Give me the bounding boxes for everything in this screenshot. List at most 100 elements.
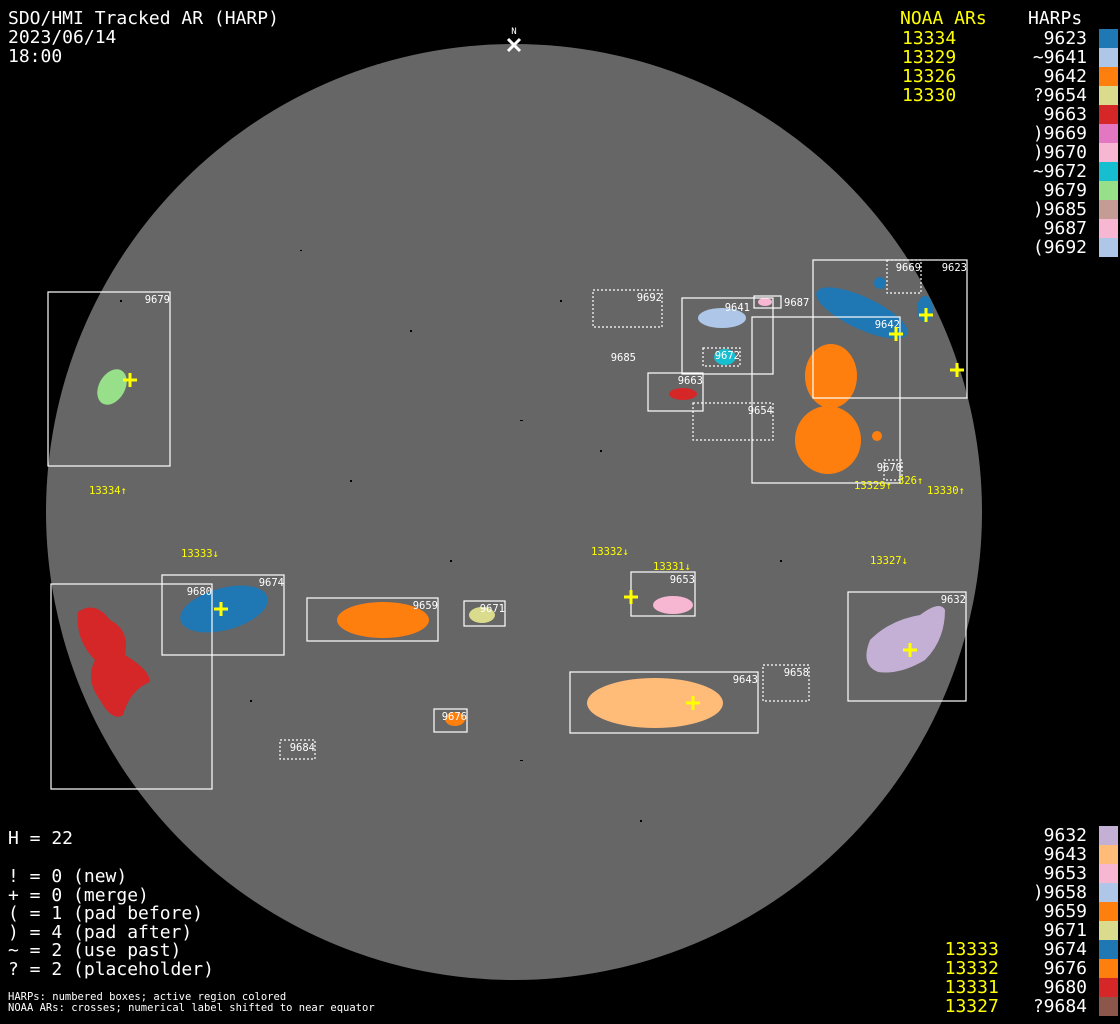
harp-id: )9658 [1032, 882, 1087, 903]
harp-box-9643[interactable] [569, 671, 759, 734]
region-9659 [337, 602, 429, 638]
harp-legend-row: 9632 [945, 826, 1118, 845]
harp-color-swatch [1099, 238, 1118, 257]
count-merge: + = 0 (merge) [8, 884, 149, 906]
harp-label: 9680 [187, 586, 212, 598]
harp-legend-row: ~9641 [1033, 48, 1118, 67]
harp-box-9684[interactable] [279, 739, 316, 760]
harp-id: 9676 [1032, 958, 1087, 979]
harp-color-swatch [1099, 978, 1118, 997]
region-9679 [97, 369, 127, 405]
harp-label: 9670 [877, 462, 902, 474]
date-label: 2023/06/14 [8, 27, 117, 48]
harp-box-9670[interactable] [883, 459, 903, 481]
harp-color-swatch [1099, 902, 1118, 921]
region-9642-north [805, 344, 857, 408]
harp-color-swatch [1099, 959, 1118, 978]
harp-id: 9653 [1032, 863, 1087, 884]
harp-id: ?9684 [1032, 996, 1087, 1017]
region-9671 [469, 607, 495, 623]
harp-box-9658[interactable] [762, 664, 810, 702]
harp-color-swatch [1099, 105, 1118, 124]
harp-legend-row: )9669 [1033, 124, 1118, 143]
harp-label: 9643 [733, 674, 758, 686]
noaa-heading: NOAA ARs [900, 8, 987, 29]
harp-label: 9658 [784, 667, 809, 679]
harp-legend-row: ~9672 [1033, 162, 1118, 181]
noaa-label: 13331↓ [653, 561, 691, 573]
harp-color-swatch [1099, 48, 1118, 67]
harp-id: 9679 [1032, 180, 1087, 201]
region-9663 [669, 388, 697, 400]
harp-box-9654[interactable] [692, 402, 774, 441]
harp-box-9680[interactable] [50, 583, 213, 790]
limb-shadow [940, 262, 967, 398]
harp-box-9672[interactable] [702, 347, 741, 367]
harp-box-9641[interactable] [681, 297, 774, 375]
harp-id: 9663 [1032, 104, 1087, 125]
harp-id: 9674 [1032, 939, 1087, 960]
harp-box-9623[interactable] [812, 259, 968, 399]
harp-id: 9680 [1032, 977, 1087, 998]
harp-box-9632[interactable] [847, 591, 967, 702]
noaa-crosses [123, 308, 964, 710]
harp-color-swatch [1099, 67, 1118, 86]
harp-label: 9692 [637, 292, 662, 304]
region-9672 [714, 349, 736, 365]
harp-color-swatch [1099, 826, 1118, 845]
harp-color-swatch [1099, 86, 1118, 105]
harp-count: H = 22 [8, 828, 74, 849]
noaa-item: 13334 [902, 28, 957, 49]
noaa-item: 13333 [944, 939, 999, 960]
count-pad-before: ( = 1 (pad before) [8, 903, 204, 925]
region-9687 [758, 298, 772, 306]
harp-box-9659[interactable] [306, 597, 439, 642]
noaa-cross-13333 [214, 602, 228, 616]
harp-id: 9632 [1032, 825, 1087, 846]
harps-heading: HARPs [1028, 8, 1083, 29]
harp-box-9687[interactable] [753, 295, 782, 309]
harp-color-swatch [1099, 864, 1118, 883]
noaa-label: 13332↓ [591, 546, 629, 558]
harp-label: 9623 [942, 262, 967, 274]
harp-legend-row: 9663 [1033, 105, 1118, 124]
harp-box-9671[interactable] [463, 600, 506, 627]
harp-label: 9671 [480, 603, 505, 615]
count-use-past: ~ = 2 (use past) [8, 940, 182, 962]
north-pole-marker-icon [506, 37, 522, 53]
region-9623-fragment [874, 277, 886, 289]
region-9642-fragment [872, 431, 882, 441]
noaa-label: 13334↑ [89, 485, 127, 497]
harp-legend-row: 13333 9674 [945, 940, 1118, 959]
harp-box-9663[interactable] [647, 372, 704, 412]
harp-color-swatch [1099, 162, 1118, 181]
harp-legend-row: ?9654 [1033, 86, 1118, 105]
harp-legend-row: )9670 [1033, 143, 1118, 162]
region-9643 [587, 678, 723, 728]
harp-label: 9687 [784, 297, 809, 309]
noaa-cross-13331 [686, 696, 700, 710]
harp-list-top: 9623~9641 9642?9654 9663)9669)9670~9672 … [1033, 29, 1118, 257]
time-label: 18:00 [8, 46, 63, 67]
region-9680 [77, 607, 150, 717]
count-pad-after: ) = 4 (pad after) [8, 921, 193, 943]
harp-box-9674[interactable] [161, 574, 285, 656]
harp-legend-row: )9658 [945, 883, 1118, 902]
harp-id: ~9672 [1032, 161, 1087, 182]
harp-color-swatch [1099, 845, 1118, 864]
noaa-cross-13332 [624, 590, 638, 604]
harp-label: 9641 [725, 302, 750, 314]
count-new: ! = 0 (new) [8, 866, 128, 887]
harp-box-9679[interactable] [47, 291, 171, 467]
noaa-list-top: 13334 13329 13326 13330 [902, 29, 956, 105]
harp-box-9642[interactable] [751, 316, 901, 484]
harp-box-9692[interactable] [592, 289, 663, 328]
noaa-cross-13327 [903, 643, 917, 657]
footer-note-noaa: NOAA ARs: crosses; numerical label shift… [8, 1002, 375, 1014]
harp-color-swatch [1099, 143, 1118, 162]
harp-box-9676[interactable] [433, 708, 468, 733]
noaa-label: 13329↑ [854, 480, 892, 492]
harp-id: 9687 [1032, 218, 1087, 239]
count-placeholder: ? = 2 (placeholder) [8, 958, 214, 980]
